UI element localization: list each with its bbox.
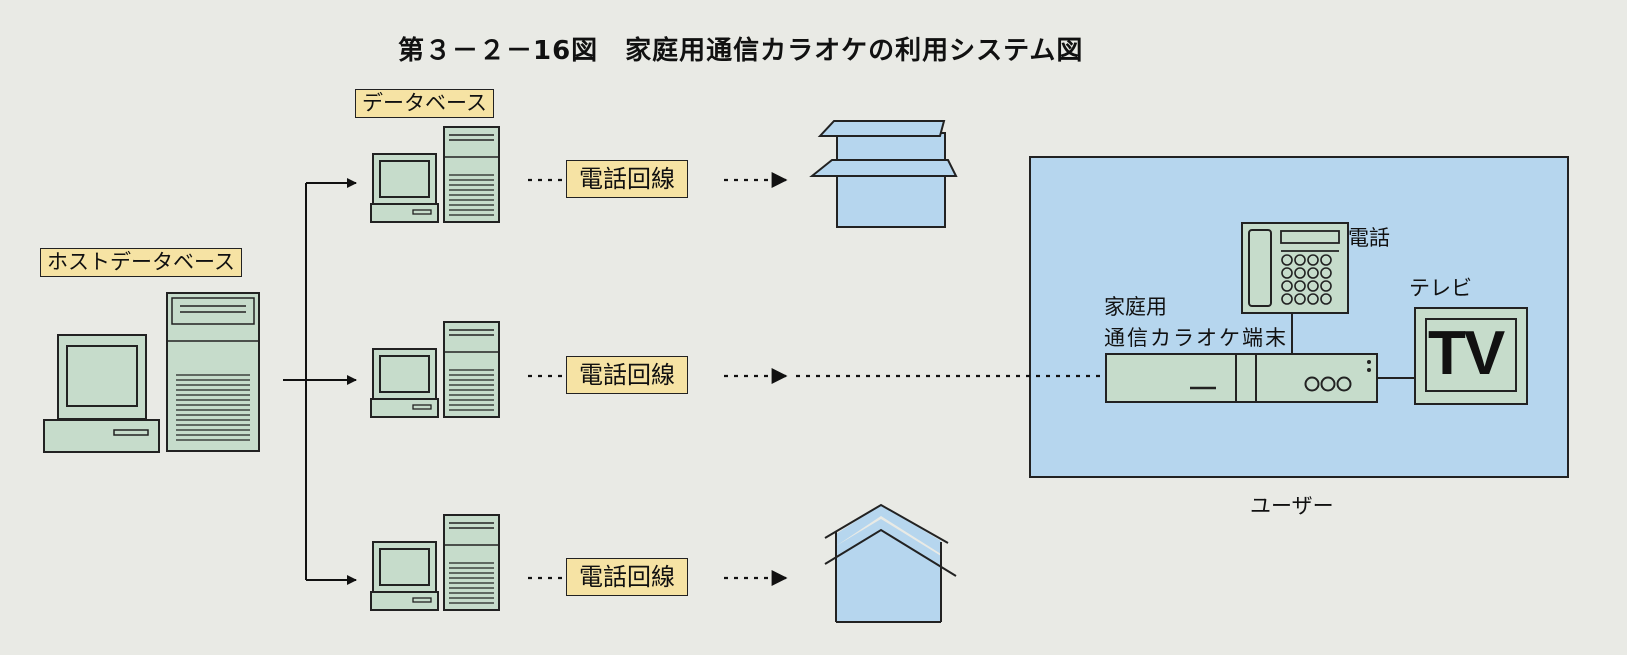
telephone-label: 電話 xyxy=(1348,226,1390,250)
building-icon xyxy=(809,120,958,228)
database-computer-1 xyxy=(370,126,500,223)
tv-screen-text: TV xyxy=(1428,319,1505,388)
karaoke-terminal xyxy=(1105,353,1378,403)
telephone-icon xyxy=(1241,222,1349,314)
branch-connectors xyxy=(283,178,357,585)
diagram-title: 第３－２－16図 家庭用通信カラオケの利用システム図 xyxy=(398,36,1084,66)
karaoke-terminal-label-line2: 通信カラオケ端末 xyxy=(1104,326,1288,350)
television-icon xyxy=(1414,307,1528,405)
phone-line-label-2: 電話回線 xyxy=(566,356,688,394)
host-database-label: ホストデータベース xyxy=(40,248,242,277)
phone-line-label-1: 電話回線 xyxy=(566,160,688,198)
karaoke-terminal-label-line1: 家庭用 xyxy=(1104,295,1167,319)
phone-line-label-3: 電話回線 xyxy=(566,558,688,596)
host-database-computer xyxy=(43,292,260,453)
user-label: ユーザー xyxy=(1250,494,1334,518)
tv-label: テレビ xyxy=(1409,276,1472,300)
database-computer-3 xyxy=(370,514,500,611)
house-icon xyxy=(824,503,957,623)
database-label: データベース xyxy=(355,89,494,118)
database-computer-2 xyxy=(370,321,500,418)
phone-line-connections xyxy=(528,172,1104,586)
